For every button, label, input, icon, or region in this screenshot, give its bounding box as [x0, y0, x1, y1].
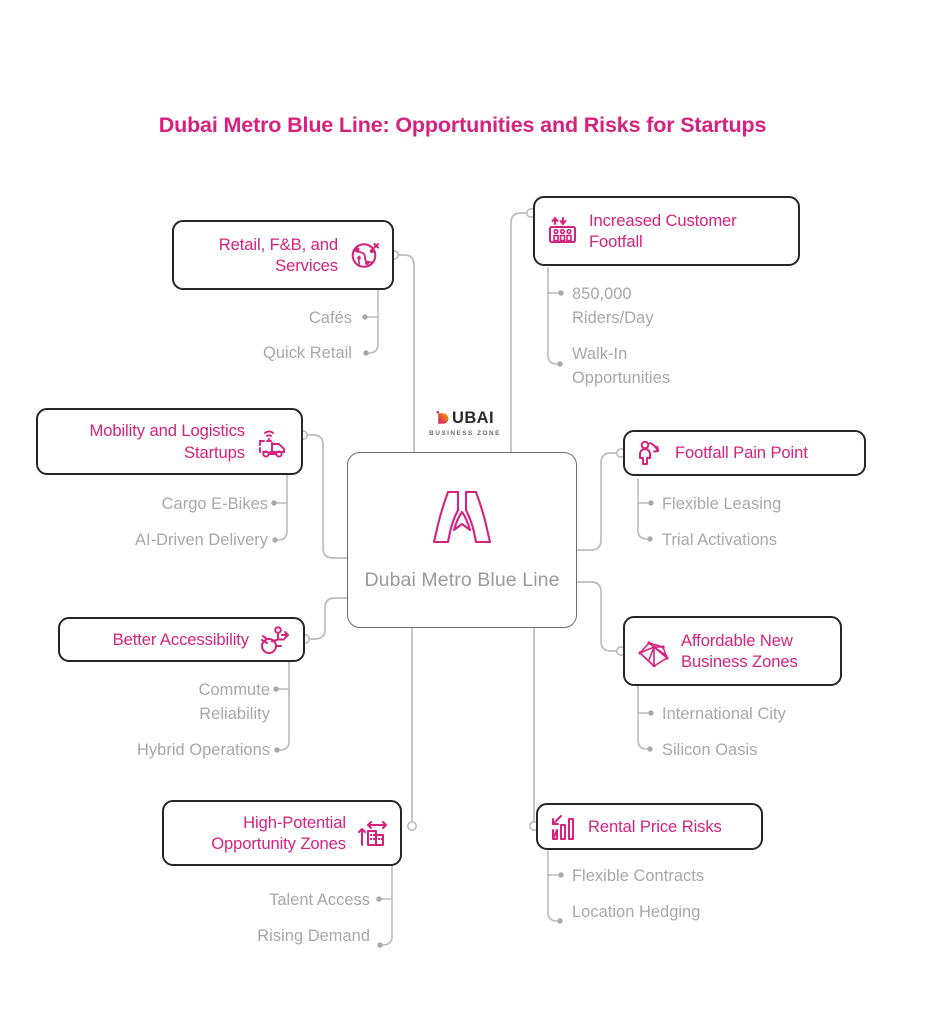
node-affordable-new-business-zones-label: Affordable New Business Zones	[681, 630, 798, 671]
elevator-people-icon	[546, 214, 580, 248]
globe-network-icon	[347, 238, 381, 272]
sub-item-commute-reliability: Commute Reliability	[198, 681, 270, 724]
node-better-accessibility-label: Better Accessibility	[112, 629, 249, 649]
node-increased-customer-footfall-label: Increased Customer Footfall	[589, 210, 737, 251]
dubai-d-logo-icon	[436, 411, 449, 425]
metro-arch-icon	[426, 486, 498, 557]
sub-item-hybrid-operations: Hybrid Operations	[137, 741, 270, 759]
node-footfall-pain-point[interactable]: Footfall Pain Point	[623, 430, 866, 476]
person-declining-arrow-icon	[636, 437, 666, 469]
sub-item-ai-driven-delivery: AI-Driven Delivery	[135, 531, 268, 549]
sub-item-flexible-leasing: Flexible Leasing	[662, 495, 782, 513]
sub-item-cafes: Cafés	[308, 309, 352, 327]
node-high-potential-opportunity-zones-label: High-Potential Opportunity Zones	[211, 812, 346, 853]
sub-item-flexible-contracts: Flexible Contracts	[572, 867, 705, 885]
node-high-potential-opportunity-zones[interactable]: High-Potential Opportunity Zones	[162, 800, 402, 866]
wheelchair-accessibility-icon	[258, 624, 292, 656]
bar-chart-arrow-icon	[549, 811, 579, 843]
node-mobility-logistics-startups-label: Mobility and Logistics Startups	[89, 421, 245, 462]
sub-item-walk-in-opportunities: Walk-In Opportunities	[572, 345, 671, 388]
brand-name: UBAI	[452, 409, 494, 427]
brand-logo: UBAI BUSINESS ZONE	[419, 410, 511, 437]
sub-item-silicon-oasis: Silicon Oasis	[662, 741, 758, 759]
sub-item-cargo-e-bikes: Cargo E-Bikes	[161, 495, 268, 513]
node-increased-customer-footfall[interactable]: Increased Customer Footfall	[533, 196, 800, 266]
node-retail-fnb-services[interactable]: Retail, F&B, and Services	[172, 220, 394, 290]
sub-item-trial-activations: Trial Activations	[662, 531, 778, 549]
node-rental-price-risks[interactable]: Rental Price Risks	[536, 803, 763, 850]
center-node[interactable]: Dubai Metro Blue Line	[347, 452, 577, 628]
node-better-accessibility[interactable]: Better Accessibility	[58, 617, 305, 662]
brand-tagline: BUSINESS ZONE	[429, 429, 501, 437]
sub-item-rising-demand: Rising Demand	[257, 927, 370, 945]
sub-item-location-hedging: Location Hedging	[572, 903, 701, 921]
page-title: Dubai Metro Blue Line: Opportunities and…	[158, 113, 767, 137]
node-affordable-new-business-zones[interactable]: Affordable New Business Zones	[623, 616, 842, 686]
mesh-network-icon	[636, 635, 672, 667]
node-retail-fnb-services-label: Retail, F&B, and Services	[218, 234, 338, 275]
sub-item-international-city: International City	[662, 705, 786, 723]
node-footfall-pain-point-label: Footfall Pain Point	[675, 443, 808, 463]
center-node-label: Dubai Metro Blue Line	[364, 568, 560, 591]
sub-item-talent-access: Talent Access	[269, 891, 370, 909]
building-expand-icon	[355, 816, 389, 850]
sub-item-quick-retail: Quick Retail	[263, 344, 352, 362]
node-rental-price-risks-label: Rental Price Risks	[588, 816, 722, 836]
smart-delivery-truck-icon	[254, 425, 290, 459]
node-mobility-logistics-startups[interactable]: Mobility and Logistics Startups	[36, 408, 303, 475]
sub-item-riders-per-day: 850,000 Riders/Day	[572, 285, 654, 328]
